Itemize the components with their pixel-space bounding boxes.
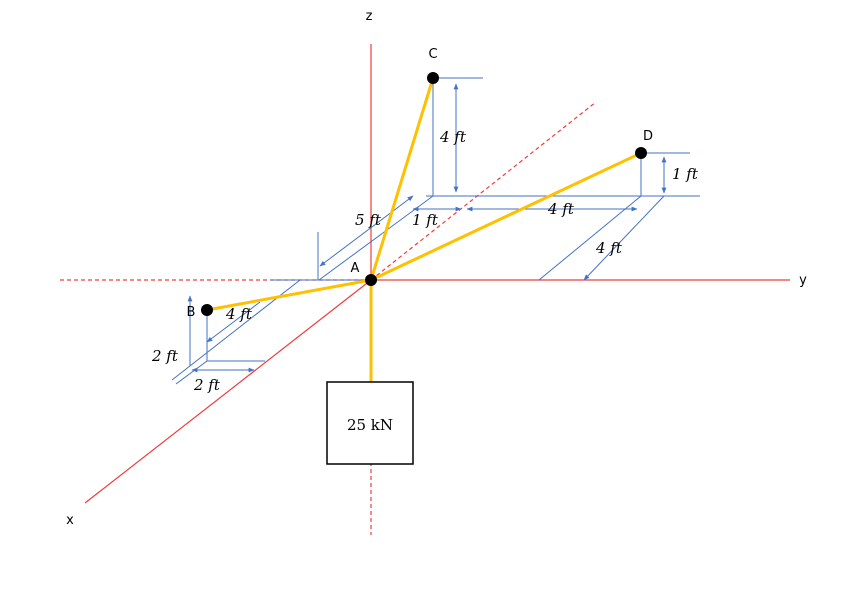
x-axis (84, 279, 372, 504)
point-label-D: D (643, 129, 653, 144)
x-axis-negative (370, 101, 597, 281)
load-label: 25 kN (347, 416, 393, 434)
axis-label-z: z (366, 9, 373, 24)
dim-offset-5: 5 ft (355, 211, 382, 229)
dim-d-y: 4 ft (547, 200, 575, 218)
point-label-C: C (428, 47, 437, 62)
dim-d-height: 1 ft (672, 165, 699, 183)
dim-d-x: 4 ft (595, 239, 623, 257)
dim-b-x: 2 ft (193, 376, 221, 394)
load-box (326, 381, 414, 465)
points (201, 72, 647, 316)
axes (60, 44, 790, 535)
dimension-lines (171, 77, 700, 385)
point-A (365, 274, 377, 286)
dim-offset-1: 1 ft (412, 211, 439, 229)
cable-AC (369, 77, 435, 281)
point-label-B: B (187, 305, 196, 320)
cables (206, 77, 642, 382)
point-B (201, 304, 213, 316)
axis-label-y: y (799, 273, 807, 288)
point-C (427, 72, 439, 84)
cable-AB (206, 278, 372, 312)
cable-AD (370, 151, 642, 282)
dim-c-height: 4 ft (439, 128, 467, 146)
point-label-A: A (351, 261, 360, 276)
dim-b-z: 2 ft (151, 347, 179, 365)
dim-b-y: 4 ft (225, 305, 253, 323)
point-D (635, 147, 647, 159)
axis-label-x: x (66, 513, 74, 528)
